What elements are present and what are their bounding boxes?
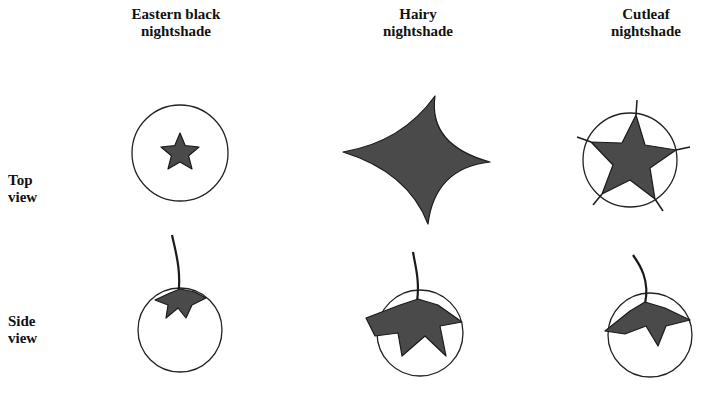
calyx-side <box>366 299 462 356</box>
row-label: Side view <box>8 313 50 347</box>
berry-outline <box>132 105 228 201</box>
column-header: Cutleaf nightshade <box>599 6 694 40</box>
column-header: Hairy nightshade <box>371 6 466 40</box>
stem <box>413 252 418 302</box>
stem <box>172 235 179 298</box>
calyx-lobe-tips <box>577 100 690 211</box>
berry-outline <box>583 113 677 207</box>
berry-outline <box>138 288 222 372</box>
column-header: Eastern black nightshade <box>117 6 235 40</box>
row-label: Top view <box>8 172 50 206</box>
calyx-star <box>161 133 199 169</box>
calyx-side <box>155 289 206 318</box>
calyx-star <box>591 115 676 199</box>
calyx-side <box>605 302 690 346</box>
calyx-star <box>343 96 490 224</box>
stem <box>633 255 646 304</box>
